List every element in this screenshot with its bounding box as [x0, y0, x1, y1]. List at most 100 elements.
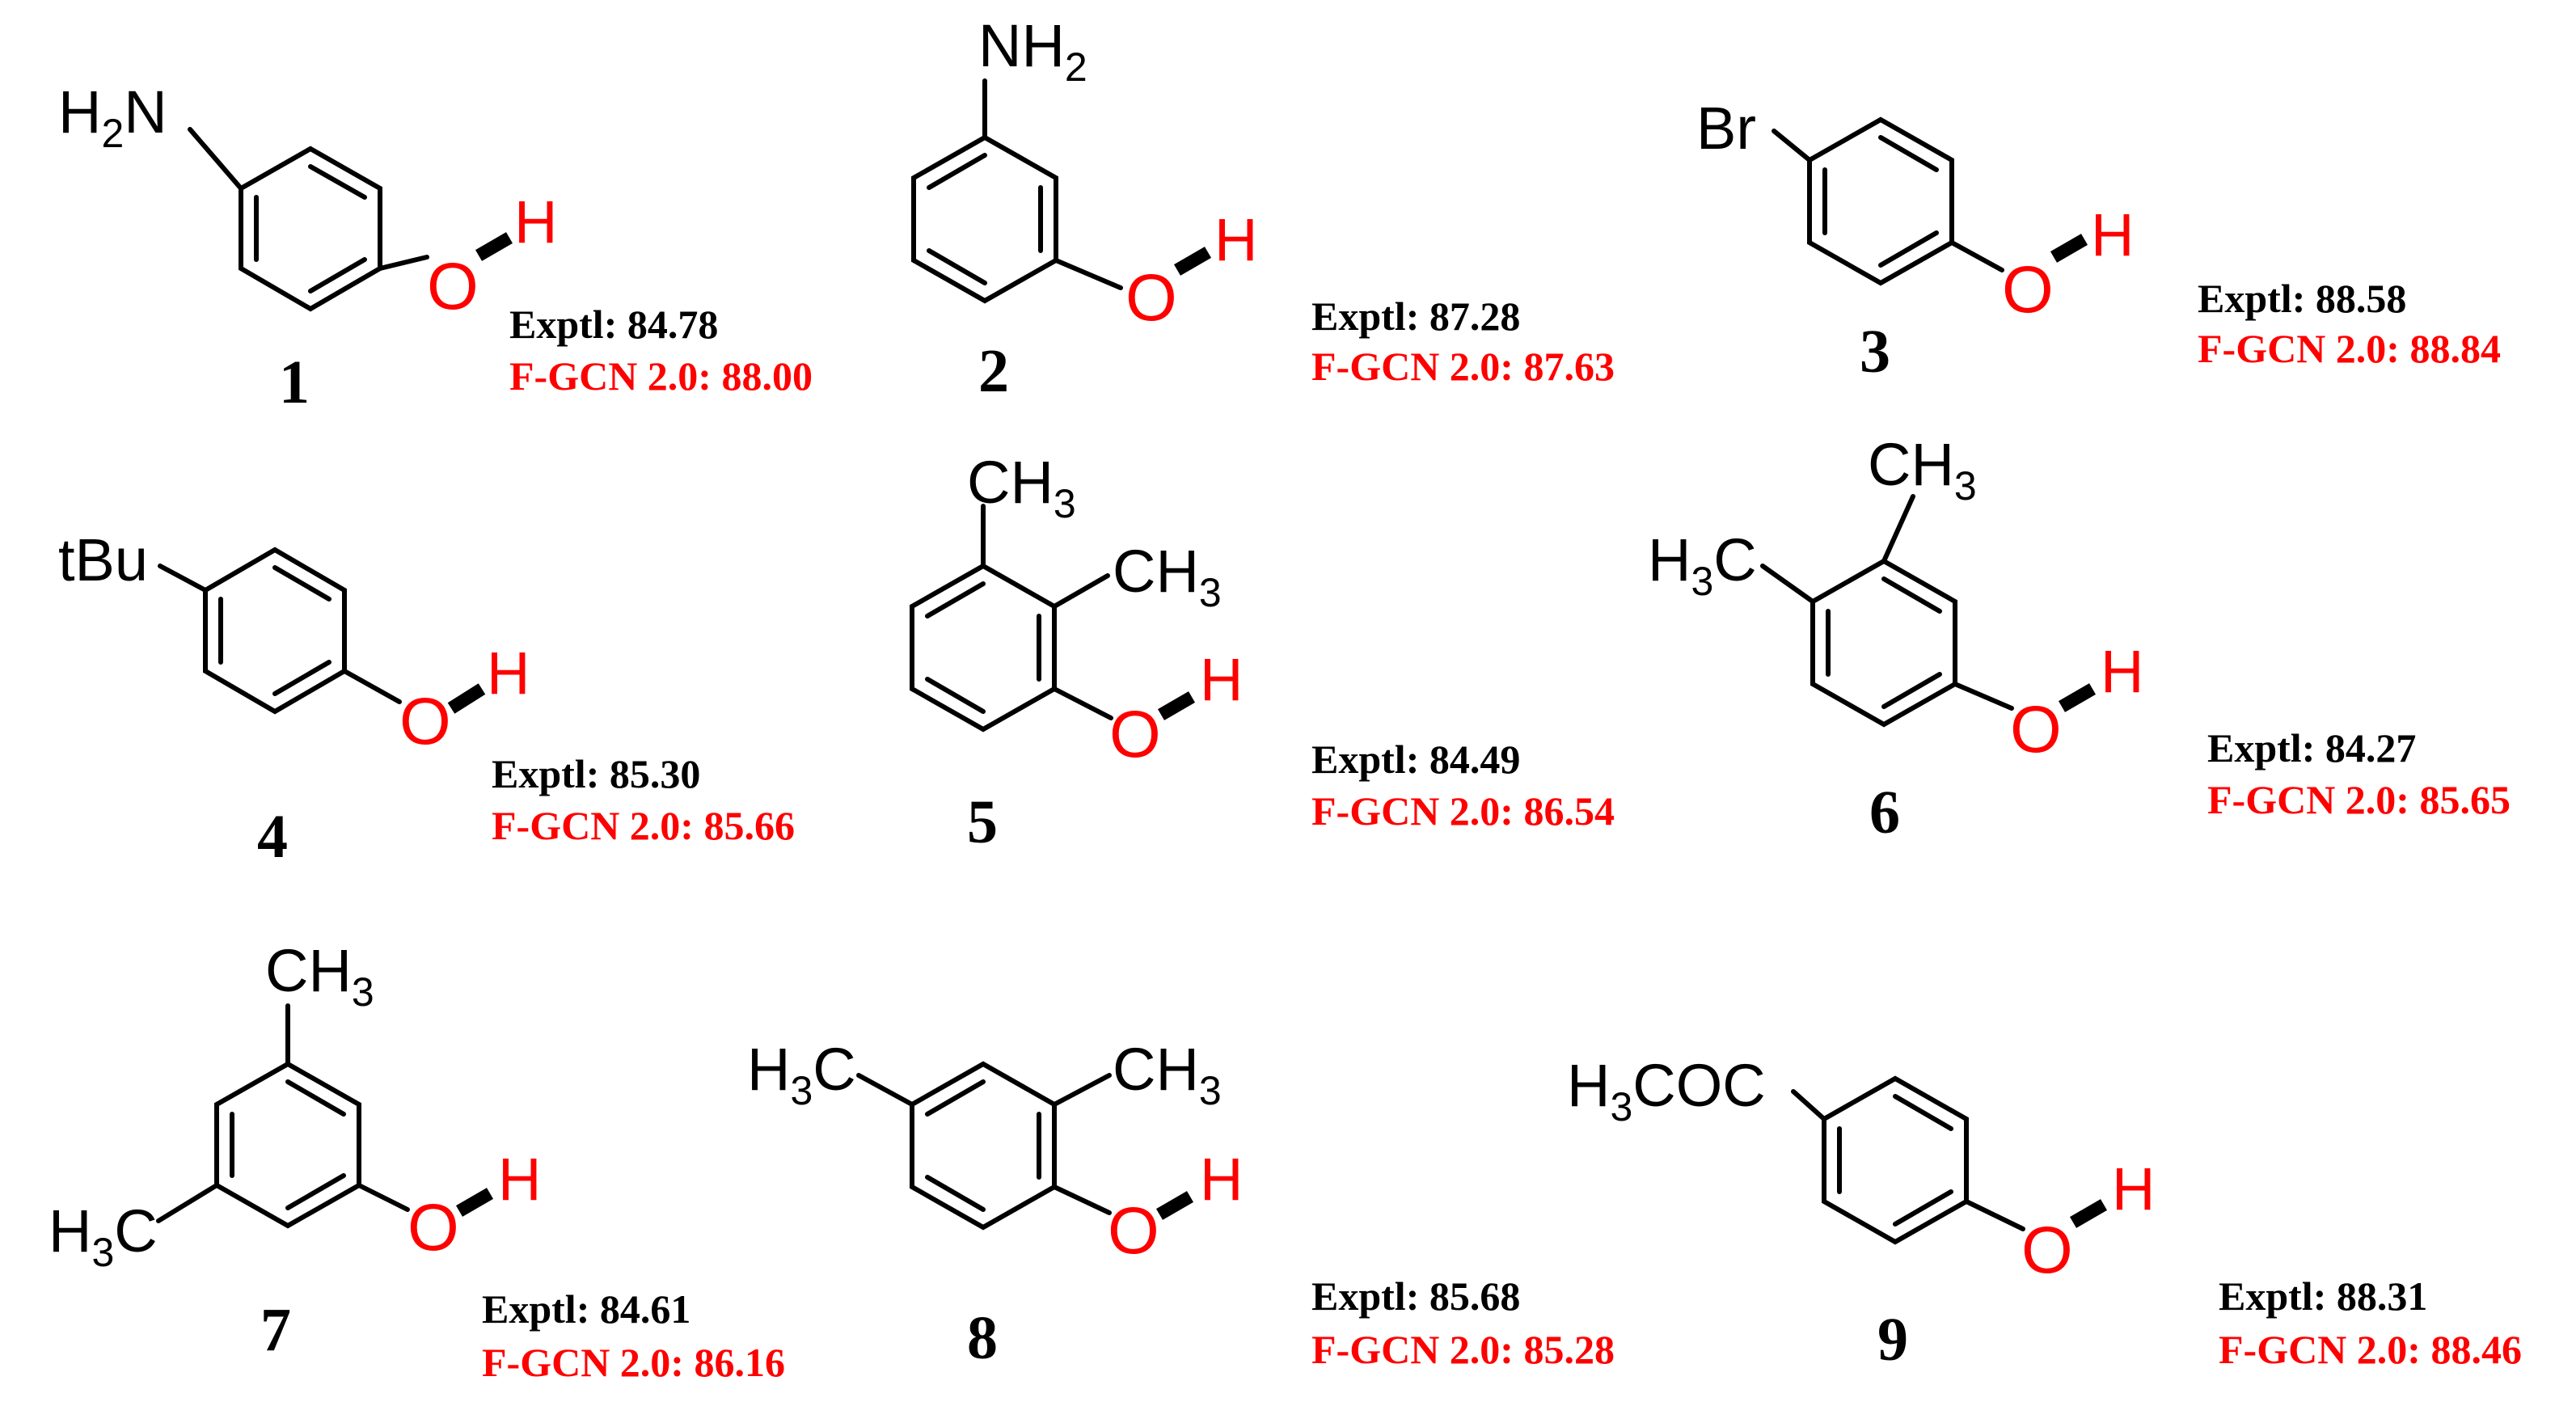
exptl-value: Exptl: 84.49 — [1311, 737, 1520, 782]
methyl-label-left: H3C — [747, 1036, 856, 1113]
oxygen-label: O — [2021, 1214, 2073, 1287]
oxygen-label: O — [1109, 698, 1161, 771]
bond-to-methyl-left — [856, 1073, 914, 1107]
bond-to-acetyl — [1791, 1089, 1826, 1121]
fgcn-prediction: F-GCN 2.0: 86.54 — [1311, 788, 1615, 834]
exptl-value: Exptl: 85.68 — [1311, 1273, 1520, 1319]
fgcn-prediction: F-GCN 2.0: 88.00 — [509, 353, 813, 399]
compound-5: CH3 CH3 O H 5 Exptl: 84.49 F-GCN 2.0: 86… — [910, 449, 1615, 856]
fgcn-prediction: F-GCN 2.0: 88.84 — [2198, 326, 2501, 371]
o-h-bond — [1157, 691, 1196, 720]
bond-to-oxygen — [357, 1183, 410, 1212]
bond-to-methyl-top — [1881, 494, 1915, 564]
hydrogen-label: H — [1200, 1146, 1243, 1213]
oxygen-label: O — [399, 685, 451, 758]
compound-number: 9 — [1877, 1306, 1908, 1374]
benzene-ring — [1807, 116, 1954, 286]
oxygen-label: O — [1125, 261, 1177, 335]
compound-6: CH3 H3C O H 6 Exptl: 84.27 F-GCN 2.0: 85… — [1648, 431, 2511, 847]
fgcn-prediction: F-GCN 2.0: 87.63 — [1311, 344, 1615, 389]
bond-to-methyl-right — [1052, 1073, 1112, 1107]
bond-to-amino — [188, 127, 243, 191]
hydrogen-label: H — [2112, 1155, 2155, 1222]
o-h-bond — [455, 1188, 494, 1217]
o-h-bond — [2058, 683, 2097, 712]
benzene-ring — [214, 1061, 361, 1229]
exptl-value: Exptl: 85.30 — [492, 751, 700, 796]
o-h-bond — [2069, 1199, 2108, 1228]
bond-to-oxygen — [1052, 1184, 1112, 1215]
hydrogen-label: H — [514, 188, 557, 255]
bond-to-oxygen — [342, 669, 402, 704]
compound-7: CH3 H3C O H 7 Exptl: 84.61 F-GCN 2.0: 86… — [49, 937, 785, 1385]
o-h-bond — [2050, 234, 2088, 263]
oxygen-label: O — [2002, 253, 2054, 327]
fgcn-prediction: F-GCN 2.0: 85.28 — [1311, 1327, 1615, 1372]
compound-number: 6 — [1869, 779, 1900, 847]
oxygen-label: O — [2010, 693, 2062, 766]
methyl-label-left: H3C — [49, 1197, 158, 1275]
methyl-label-right: CH3 — [1113, 1036, 1222, 1113]
compound-number: 4 — [257, 803, 288, 871]
methyl-label-top: CH3 — [967, 449, 1076, 526]
fgcn-prediction: F-GCN 2.0: 86.16 — [482, 1340, 785, 1385]
hydrogen-label: H — [2091, 201, 2134, 268]
bond-to-oxygen — [1054, 258, 1123, 290]
compound-4: tBu O H 4 Exptl: 85.30 F-GCN 2.0: 85.66 — [58, 526, 795, 871]
exptl-value: Exptl: 84.61 — [482, 1286, 690, 1332]
bond-to-oxygen — [1964, 1199, 2025, 1231]
amino-label: NH2 — [978, 12, 1087, 90]
methyl-label-left: H3C — [1648, 526, 1757, 604]
o-h-bond — [447, 683, 486, 714]
benzene-ring — [239, 146, 382, 312]
benzene-ring — [1810, 558, 1957, 728]
tbu-label: tBu — [58, 526, 148, 593]
methyl-label-top: CH3 — [1868, 431, 1977, 509]
fgcn-prediction: F-GCN 2.0: 85.66 — [492, 803, 795, 848]
bond-to-methyl-left — [156, 1183, 219, 1223]
bond-to-oxygen — [1052, 686, 1113, 720]
compound-2: NH2 O H 2 Exptl: 87.28 F-GCN 2.0: 87.63 — [911, 12, 1615, 405]
compound-8: H3C CH3 O H 8 Exptl: 85.68 F-GCN 2.0: 85… — [747, 1036, 1615, 1372]
hydrogen-label: H — [1200, 646, 1243, 713]
compound-number: 5 — [967, 788, 998, 856]
exptl-value: Exptl: 84.27 — [2207, 725, 2416, 771]
o-h-bond — [1173, 247, 1212, 276]
exptl-value: Exptl: 87.28 — [1311, 293, 1520, 339]
hydrogen-label: H — [2101, 638, 2143, 705]
hydrogen-label: H — [498, 1146, 541, 1213]
o-h-bond — [1155, 1191, 1194, 1220]
benzene-ring — [203, 547, 347, 715]
fgcn-prediction: F-GCN 2.0: 85.65 — [2207, 777, 2511, 822]
benzene-ring — [911, 134, 1058, 304]
oxygen-label: O — [1108, 1194, 1159, 1268]
compound-number: 3 — [1860, 318, 1890, 386]
hydrogen-label: H — [1214, 206, 1257, 273]
benzene-ring — [1822, 1075, 1969, 1245]
compound-number: 1 — [279, 348, 310, 416]
compound-number: 8 — [967, 1304, 998, 1372]
o-h-bond — [475, 232, 513, 261]
fgcn-prediction: F-GCN 2.0: 88.46 — [2219, 1327, 2522, 1372]
methyl-label-right: CH3 — [1113, 538, 1222, 615]
compound-number: 7 — [260, 1296, 291, 1364]
oxygen-label: O — [427, 250, 479, 323]
amino-label: H2N — [58, 78, 167, 156]
exptl-value: Exptl: 84.78 — [509, 302, 718, 347]
bond-to-methyl-right — [1052, 573, 1110, 609]
compound-9: H3COC O H 9 Exptl: 88.31 F-GCN 2.0: 88.4… — [1567, 1052, 2522, 1374]
bond-to-methyl-left — [1760, 564, 1815, 604]
bond-to-oxygen — [378, 255, 429, 271]
bond-to-oxygen — [1953, 682, 2014, 711]
hydrogen-label: H — [487, 640, 530, 707]
benzene-ring — [910, 1061, 1057, 1231]
bond-to-oxygen — [1949, 240, 2004, 272]
exptl-value: Exptl: 88.58 — [2198, 276, 2406, 321]
oxygen-label: O — [408, 1191, 459, 1265]
methyl-label-top: CH3 — [265, 937, 374, 1015]
acetyl-label: H3COC — [1567, 1052, 1766, 1129]
bond-to-tbu — [158, 564, 208, 593]
compound-3: Br O H 3 Exptl: 88.58 F-GCN 2.0: 88.84 — [1696, 95, 2501, 386]
exptl-value: Exptl: 88.31 — [2219, 1273, 2427, 1319]
